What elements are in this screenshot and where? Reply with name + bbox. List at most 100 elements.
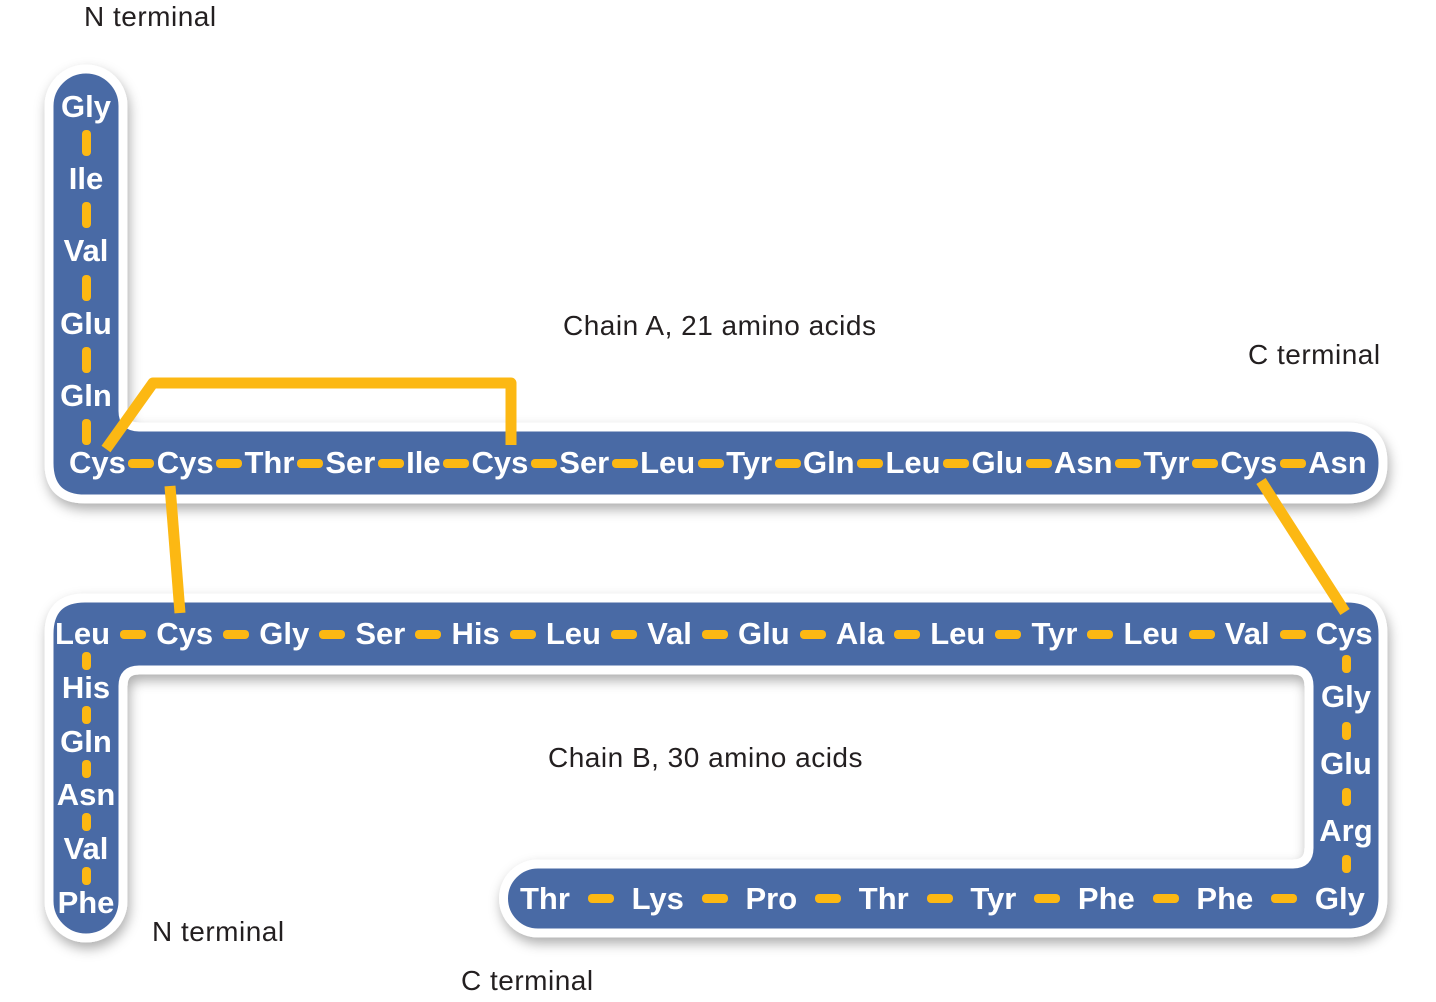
b13-glu: Glu xyxy=(738,616,790,651)
peptide-bond-dash xyxy=(530,458,557,468)
b10-his: His xyxy=(451,616,500,651)
b16-tyr: Tyr xyxy=(1031,616,1078,651)
a12-ser: Ser xyxy=(559,445,610,480)
chain-b-left-arm: His Gln Asn Val Phe xyxy=(49,652,123,920)
a17-glu: Glu xyxy=(971,445,1024,480)
a18-asn: Asn xyxy=(1054,445,1113,480)
chain-a-ribbon xyxy=(44,64,1388,504)
peptide-bond-dash xyxy=(1115,458,1142,468)
a5-gln: Gln xyxy=(60,377,112,413)
chain-b-n-terminal-label: N terminal xyxy=(152,916,285,947)
b25-phe: Phe xyxy=(1077,880,1135,916)
peptide-bond-dash xyxy=(81,652,91,670)
peptide-bond-dash xyxy=(1279,458,1306,468)
b12-val: Val xyxy=(647,616,692,651)
peptide-bond-dash xyxy=(509,629,536,639)
peptide-bond-dash xyxy=(81,346,91,373)
peptide-bond-dash xyxy=(799,629,826,639)
peptide-bond-dash xyxy=(81,813,91,832)
peptide-bond-dash xyxy=(814,894,841,903)
a2-ile: Ile xyxy=(68,161,104,197)
peptide-bond-dash xyxy=(120,629,147,639)
peptide-bond-dash xyxy=(81,202,91,229)
peptide-bond-dash xyxy=(81,274,91,301)
peptide-bond-dash xyxy=(611,629,638,639)
peptide-bond-dash xyxy=(1341,788,1351,807)
peptide-bond-dash xyxy=(701,629,728,639)
b14-ala: Ala xyxy=(835,616,885,651)
b29-lys: Lys xyxy=(631,880,684,916)
disulfide-bond-a7-b7 xyxy=(164,485,186,614)
chain-a-n-terminal-label: N terminal xyxy=(84,1,217,32)
disulfide-bond-a6-a11 xyxy=(101,377,517,453)
peptide-bond-dash xyxy=(926,894,953,903)
b22-arg: Arg xyxy=(1319,812,1373,848)
a19-tyr: Tyr xyxy=(1143,445,1190,480)
chain-a-horizontal-row: Cys Cys Thr Ser Ile Cys Ser Leu Tyr Gln … xyxy=(49,427,1383,499)
peptide-bond-dash xyxy=(1025,458,1052,468)
b15-leu: Leu xyxy=(930,616,986,651)
a15-gln: Gln xyxy=(802,445,855,480)
b5-his: His xyxy=(61,669,111,705)
peptide-bond-dash xyxy=(1188,629,1215,639)
peptide-bond-dash xyxy=(81,418,91,445)
b21-glu: Glu xyxy=(1320,745,1372,781)
peptide-bond-dash xyxy=(81,759,91,778)
peptide-bond-dash xyxy=(995,629,1022,639)
a9-ser: Ser xyxy=(325,445,376,480)
peptide-bond-dash xyxy=(1087,629,1114,639)
b11-leu: Leu xyxy=(545,616,601,651)
peptide-bond-dash xyxy=(894,629,921,639)
a4-glu: Glu xyxy=(60,305,112,341)
chain-a-vertical-arm: Gly Ile Val Glu Gln xyxy=(49,85,123,445)
peptide-bond-dash xyxy=(443,458,470,468)
peptide-bond-dash xyxy=(377,458,404,468)
peptide-bond-dash xyxy=(774,458,801,468)
peptide-bond-dash xyxy=(1191,458,1218,468)
b17-leu: Leu xyxy=(1123,616,1179,651)
peptide-bond-dash xyxy=(81,867,91,885)
b19-cys: Cys xyxy=(1315,616,1373,651)
peptide-bond-dash xyxy=(415,629,442,639)
b3-asn: Asn xyxy=(56,777,116,813)
peptide-bond-dash xyxy=(1152,894,1179,903)
a13-leu: Leu xyxy=(640,445,696,480)
a8-thr: Thr xyxy=(244,445,295,480)
peptide-bond-dash xyxy=(1034,894,1061,903)
chain-b-right-arm: Gly Glu Arg xyxy=(1309,655,1383,873)
b4-gln: Gln xyxy=(60,723,112,759)
peptide-bond-dash xyxy=(296,458,323,468)
peptide-bond-dash xyxy=(701,894,728,903)
b26-tyr: Tyr xyxy=(970,880,1017,916)
a3-val: Val xyxy=(63,233,109,269)
a1-gly: Gly xyxy=(61,89,111,124)
peptide-bond-dash xyxy=(1271,894,1298,903)
b7-cys: Cys xyxy=(156,616,214,651)
chain-b-top-row: Leu Cys Gly Ser His Leu Val Glu Ala Leu … xyxy=(49,598,1383,670)
chain-b-bottom-row: Thr Lys Pro Thr Tyr Phe Phe Gly xyxy=(504,864,1383,933)
peptide-bond-dash xyxy=(128,458,155,468)
b30-thr: Thr xyxy=(520,880,570,916)
b27-thr: Thr xyxy=(858,880,909,916)
peptide-bond-dash xyxy=(1341,655,1351,673)
b24-phe: Phe xyxy=(1196,880,1254,916)
peptide-bond-dash xyxy=(216,458,243,468)
peptide-bond-dash xyxy=(857,458,884,468)
peptide-bond-dash xyxy=(1341,854,1351,873)
a11-cys: Cys xyxy=(471,445,529,480)
chain-b-c-terminal-label: C terminal xyxy=(461,965,594,996)
b1-phe: Phe xyxy=(57,884,115,920)
peptide-bond-dash xyxy=(81,130,91,157)
a7-cys: Cys xyxy=(156,445,214,480)
chain-a-c-terminal-label: C terminal xyxy=(1248,339,1381,370)
chain-b-ribbon xyxy=(44,593,1388,943)
b9-ser: Ser xyxy=(355,616,406,651)
chain-a-title: Chain A, 21 amino acids xyxy=(563,310,877,341)
b20-gly: Gly xyxy=(1321,679,1371,715)
a10-ile: Ile xyxy=(406,445,441,480)
peptide-bond-dash xyxy=(319,629,346,639)
b2-val: Val xyxy=(63,831,109,867)
b6-leu: Leu xyxy=(55,616,111,651)
chain-b-title: Chain B, 30 amino acids xyxy=(548,742,864,773)
